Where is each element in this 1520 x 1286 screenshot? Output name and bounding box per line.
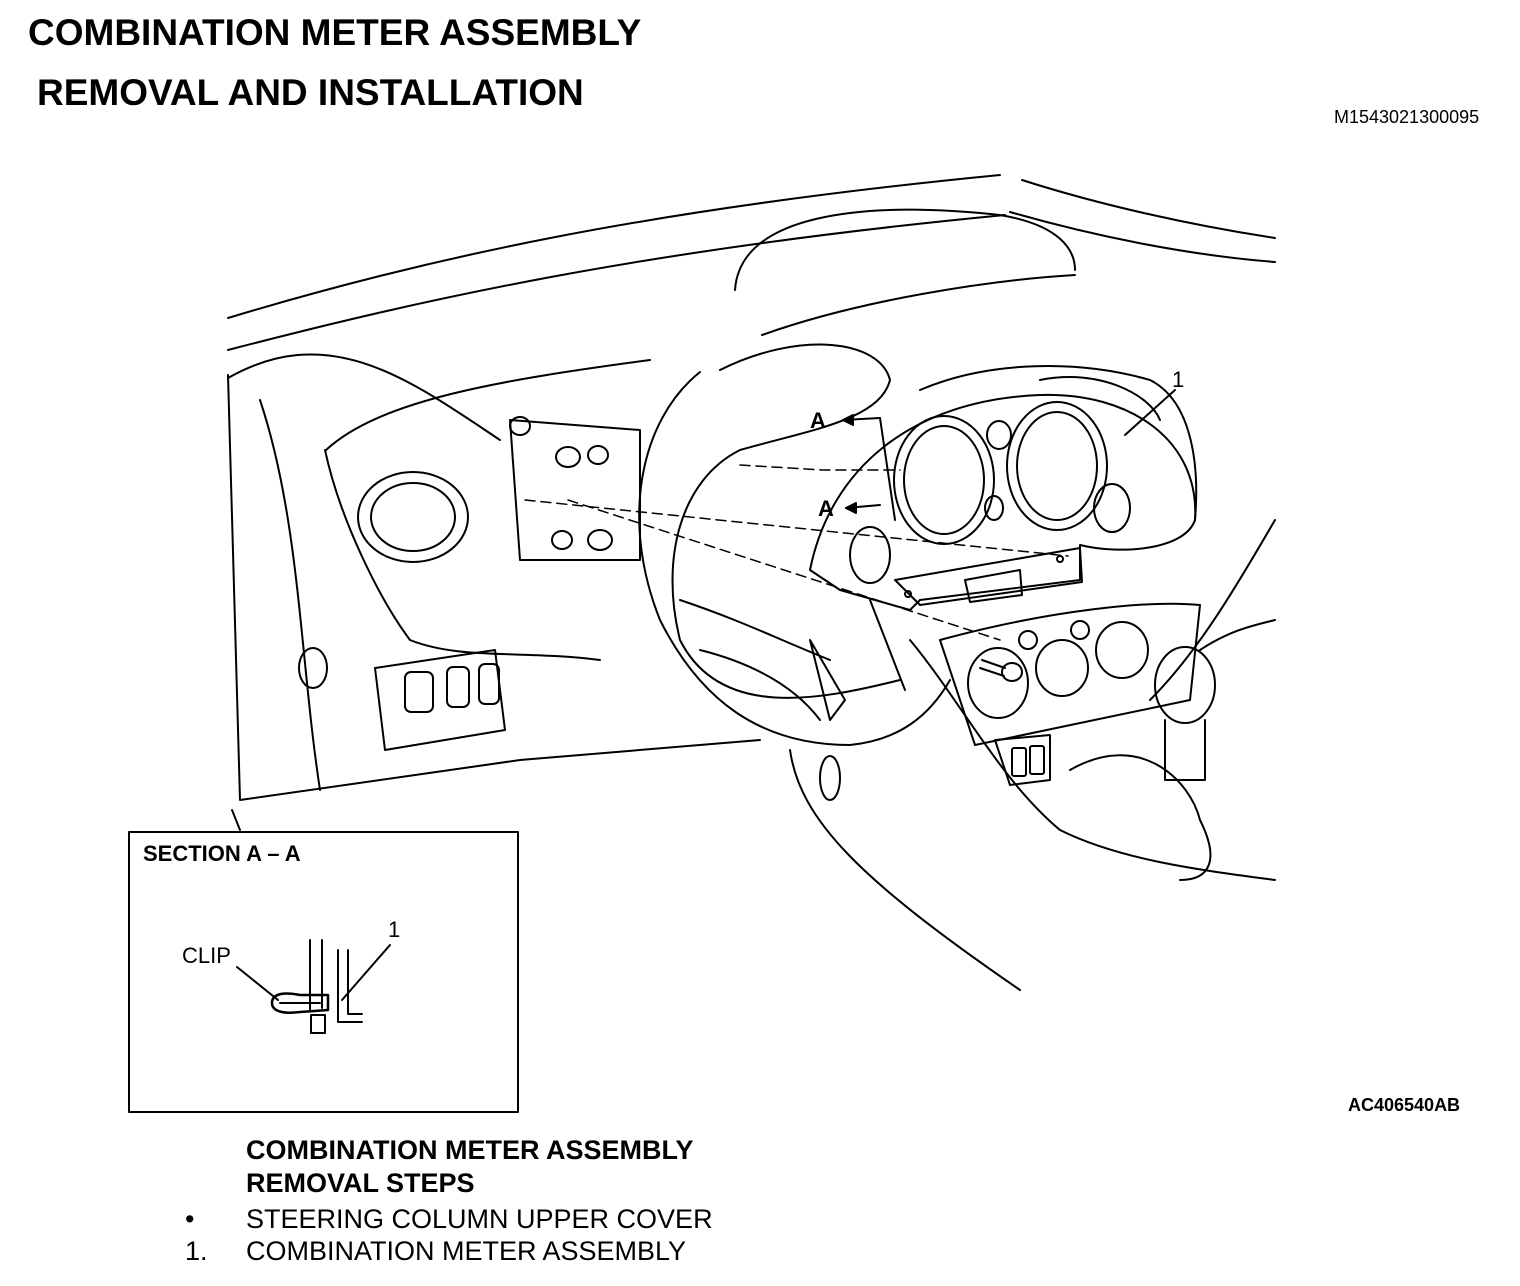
step-number: 1. [185,1236,208,1266]
column-hole [555,446,581,468]
clip-tab [310,1014,326,1034]
screw [979,659,1023,682]
part-leader [341,944,391,1001]
section-marker: A [810,408,826,433]
column-stalk [869,599,906,691]
column-hole [587,529,613,551]
clip-label: CLIP [182,943,231,968]
document-id: M1543021300095 [1334,107,1480,127]
section-marker: A [818,496,834,521]
column-bracket [509,419,641,561]
section-line-a [524,464,1069,641]
combination-meter [809,393,1197,611]
switch-panel [374,649,506,751]
gear-shift-knob [1154,646,1216,781]
column-hole [551,530,573,550]
callout-leader [1124,389,1176,436]
step-item: COMBINATION METER ASSEMBLY [246,1236,687,1266]
center-console [939,602,1212,881]
section-arrow-a [842,414,896,521]
meter-panel [337,949,363,1023]
lower-knob [819,755,841,801]
step-bullet: • [185,1204,195,1234]
column-hole [587,445,609,465]
clip-shape [270,992,330,1014]
clip-leader [236,966,279,1001]
callout-part-number: 1 [1172,367,1184,392]
figure-id: AC406540AB [1348,1095,1461,1115]
page-subtitle: REMOVAL AND INSTALLATION [37,72,584,113]
steps-heading: COMBINATION METER ASSEMBLY [246,1135,694,1165]
panel-wall [309,939,323,1011]
inset-title: SECTION A – A [143,841,301,866]
left-air-vent [357,471,469,563]
left-knob [298,647,328,689]
step-item: STEERING COLUMN UPPER COVER [246,1204,713,1234]
section-inset: SECTION A – A CLIP 1 [128,831,519,1113]
inset-part-number: 1 [388,917,400,942]
dashboard-outline [227,174,1276,991]
column-hole [509,416,531,436]
page-title: COMBINATION METER ASSEMBLY [28,12,642,53]
column-stalk [809,639,846,721]
steps-subheading: REMOVAL STEPS [246,1168,475,1198]
